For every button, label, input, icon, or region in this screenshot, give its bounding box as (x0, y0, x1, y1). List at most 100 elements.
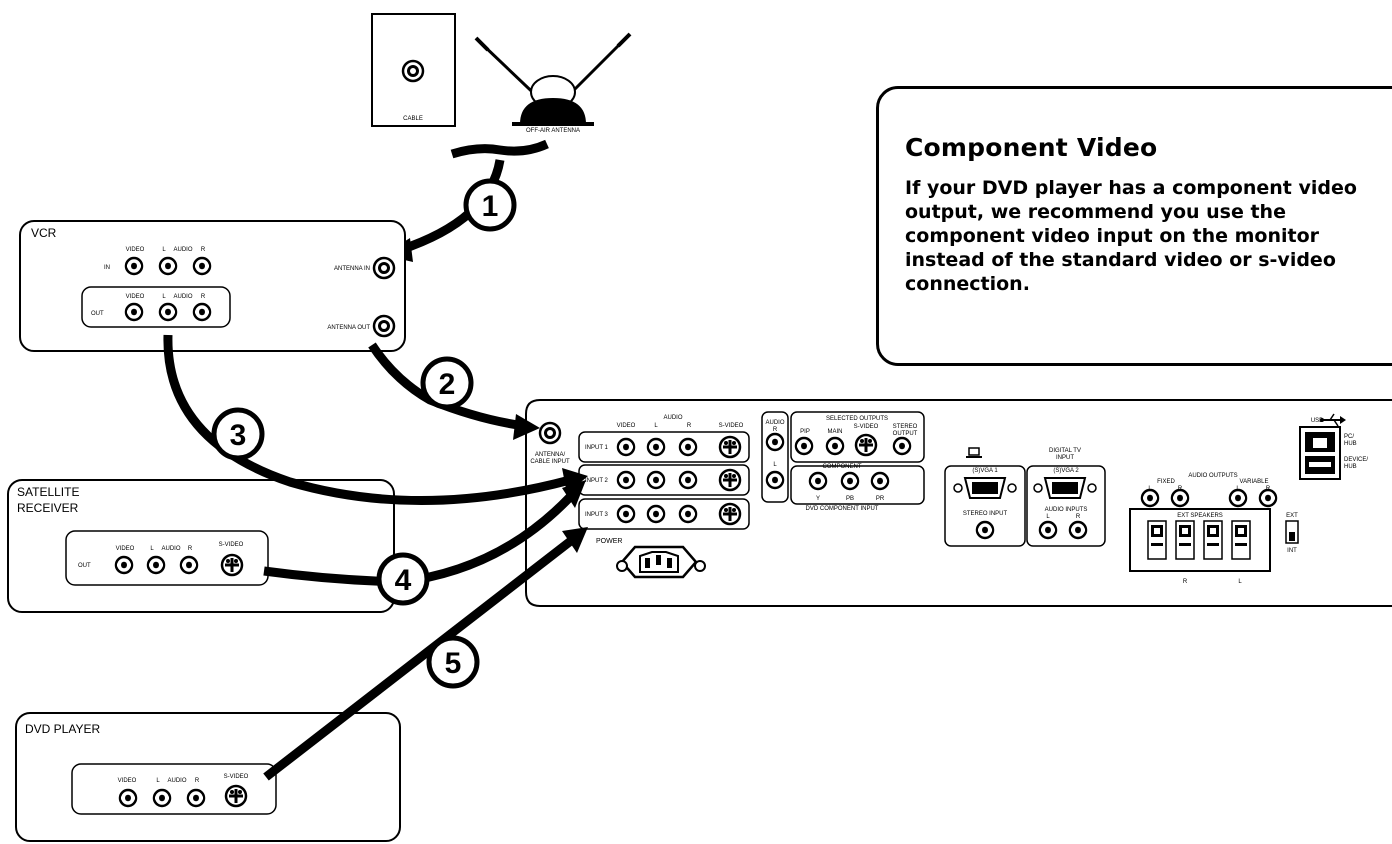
vga1-port-icon (953, 477, 1017, 499)
cable-outlet-label: CABLE (403, 116, 423, 122)
ext-speakers-terminal: EXT SPEAKERS R L (1129, 508, 1271, 585)
input3-label: INPUT 3 (585, 512, 609, 518)
input2-svideo-jack (718, 468, 742, 492)
vcr-in-video-label: VIDEO (126, 247, 145, 253)
component-pb-label: PB (846, 496, 854, 502)
power-socket-icon (616, 545, 706, 579)
monitor-back-panel: ANTENNA/ CABLE INPUT VIDEO AUDIO L R S-V… (525, 399, 1392, 607)
dvd-title: DVD PLAYER (25, 722, 100, 736)
stereo-input-label: STEREO INPUT (963, 511, 1008, 517)
sat-r-label: R (188, 546, 193, 552)
dvd-video-jack (118, 788, 138, 808)
main-label: MAIN (828, 429, 843, 435)
input3-audio-r-jack (678, 504, 698, 524)
fixed-label: FIXED (1157, 479, 1175, 485)
input1-audio-r-jack (678, 437, 698, 457)
int-switch-label: INT (1287, 548, 1297, 554)
vcr-out-video-label: VIDEO (126, 294, 145, 300)
input1-audio-l-jack (646, 437, 666, 457)
audio-inputs-r-label: R (1076, 514, 1081, 520)
monitor-antenna-label-2: CABLE INPUT (530, 459, 570, 465)
arrow-4-head (562, 480, 586, 508)
audio-inputs-l-label: L (1046, 514, 1050, 520)
ext-speakers-l-label: L (1238, 579, 1242, 585)
component-pr-label: PR (876, 496, 885, 502)
vcr-out-audio-l-jack (158, 302, 178, 322)
sat-video-label: VIDEO (116, 546, 135, 552)
audio-inputs-r-jack (1068, 520, 1088, 540)
component-y-jack (808, 471, 828, 491)
sat-audio-l-jack (146, 555, 166, 575)
satellite-title-2: RECEIVER (17, 501, 79, 515)
stereo-output-jack (892, 436, 912, 456)
input2-audio-r-jack (678, 470, 698, 490)
vcr-out-video-jack (124, 302, 144, 322)
vcr-in-audio-l-jack (158, 256, 178, 276)
stereo-input-jack (975, 520, 995, 540)
dvd-audio-label: AUDIO (167, 778, 186, 784)
sat-audio-label: AUDIO (161, 546, 180, 552)
monitor-video-label: VIDEO (617, 423, 636, 429)
step-4-badge: 4 (376, 552, 430, 606)
ext-switch-label: EXT (1286, 513, 1298, 519)
digital-tv-label-2: INPUT (1056, 455, 1074, 461)
incoming-cable (450, 139, 549, 159)
vcr-in-video-jack (124, 256, 144, 276)
vcr-antenna-out-label: ANTENNA OUT (327, 325, 370, 331)
dvd-svideo-label: S-VIDEO (224, 774, 249, 780)
audio-outputs-label: AUDIO OUTPUTS (1188, 473, 1237, 479)
input1-svideo-jack (718, 435, 742, 459)
step-2-number: 2 (439, 368, 456, 401)
arrow-5-head (562, 527, 588, 553)
aux-audio-l-jack (765, 470, 785, 490)
variable-label: VARIABLE (1240, 479, 1269, 485)
power-label: POWER (596, 538, 622, 545)
vcr-in-l-label: L (162, 247, 166, 253)
pc-hub-label-2: HUB (1344, 441, 1357, 447)
pip-label: PIP (800, 429, 810, 435)
audio-inputs-l-jack (1038, 520, 1058, 540)
aux-audio-r-jack (765, 432, 785, 452)
dvd-l-label: L (156, 778, 160, 784)
vcr-in-r-label: R (201, 247, 206, 253)
step-4-number: 4 (395, 564, 412, 597)
pip-jack (794, 436, 814, 456)
sat-audio-r-jack (179, 555, 199, 575)
cable-outlet-jack-icon (401, 59, 425, 83)
monitor-audio-r-label: R (687, 423, 692, 429)
vcr-out-audio-label: AUDIO (173, 294, 192, 300)
out-svideo-label: S-VIDEO (854, 424, 879, 430)
input2-video-jack (616, 470, 636, 490)
dvd-component-input-label: DVD COMPONENT INPUT (806, 506, 879, 512)
sat-out-label: OUT (78, 563, 91, 569)
fixed-l-jack (1140, 488, 1160, 508)
monitor-svideo-label: S-VIDEO (719, 423, 744, 429)
info-body: If your DVD player has a component video… (905, 177, 1357, 295)
svga2-label: (S)VGA 2 (1053, 468, 1079, 474)
sat-svideo-jack (220, 553, 244, 577)
out-svideo-jack (854, 433, 878, 457)
digital-tv-label-1: DIGITAL TV (1049, 448, 1081, 454)
input2-audio-l-jack (646, 470, 666, 490)
usb-section: USB PC/ HUB DEVICE/ HUB (1299, 413, 1368, 480)
input2-label: INPUT 2 (585, 478, 609, 484)
vcr-device: VCR VIDEO L AUDIO R IN VIDEO L AUDIO R O… (19, 220, 406, 352)
dvd-r-label: R (195, 778, 200, 784)
dvd-player-device: DVD PLAYER VIDEO L AUDIO R S-VIDEO (15, 712, 401, 842)
satellite-title-1: SATELLITE (17, 485, 79, 499)
monitor-audio-label: AUDIO (663, 415, 682, 421)
svga1-label: (S)VGA 1 (972, 468, 998, 474)
aux-audio-l-label: L (773, 462, 777, 468)
input1-video-jack (616, 437, 636, 457)
cable-wall-outlet: CABLE (371, 13, 456, 127)
aux-audio-r-label: R (773, 427, 778, 433)
stereo-output-label-2: OUTPUT (893, 431, 918, 437)
antenna-label: OFF-AIR ANTENNA (526, 128, 580, 134)
step-5-badge: 5 (426, 635, 480, 689)
audio-inputs-label: AUDIO INPUTS (1045, 507, 1088, 513)
vcr-out-r-label: R (201, 294, 206, 300)
step-3-number: 3 (230, 419, 247, 452)
component-label: COMPONENT (823, 464, 862, 470)
dvd-audio-l-jack (152, 788, 172, 808)
vcr-antenna-in-jack (372, 256, 396, 280)
